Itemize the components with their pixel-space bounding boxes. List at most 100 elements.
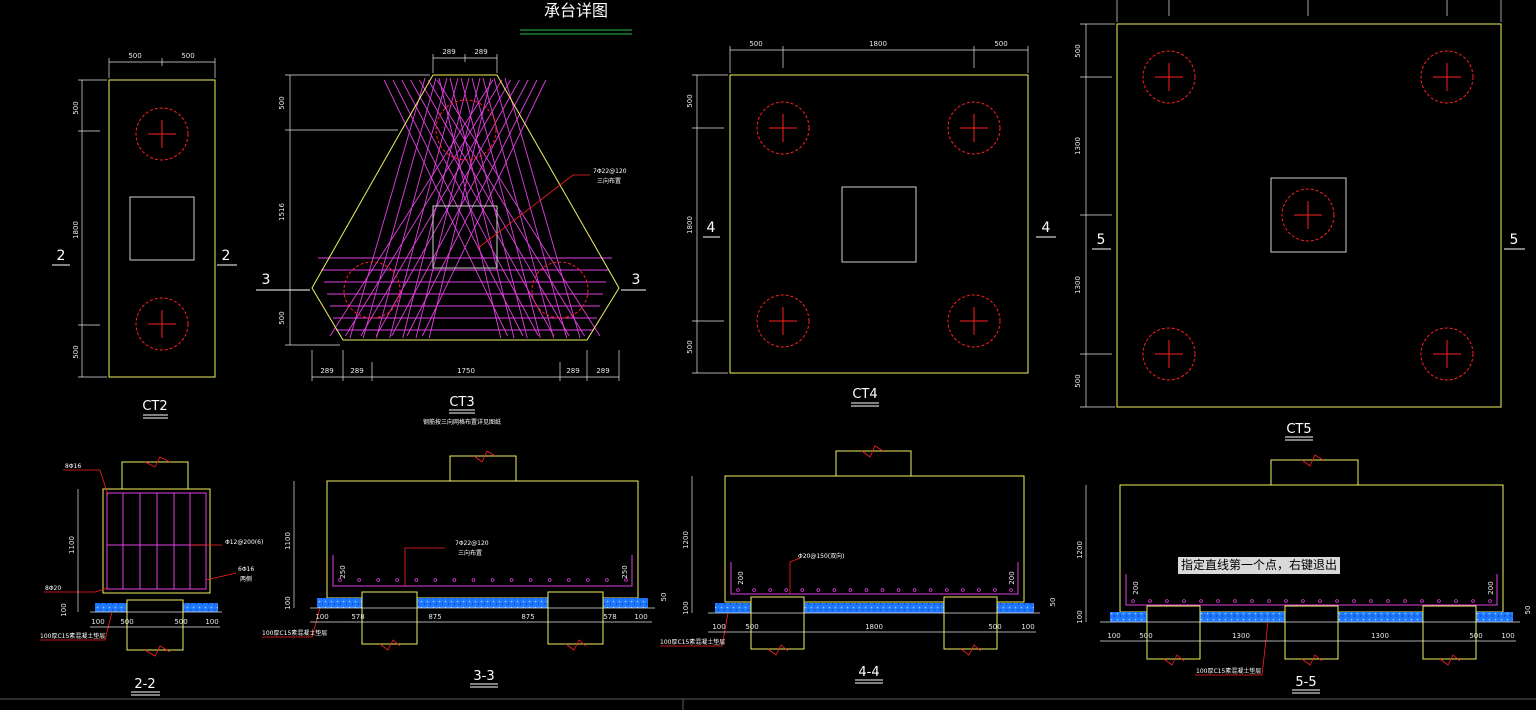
- rebar-dot: [944, 588, 949, 592]
- pile-circle: [1281, 188, 1335, 242]
- dim-text: 500: [72, 345, 80, 358]
- rebar-dot: [1471, 599, 1475, 603]
- rebar-line: [449, 77, 515, 339]
- rebar-line: [349, 77, 426, 339]
- rebar-dots: [736, 588, 1013, 592]
- rebar-dot: [1420, 599, 1424, 603]
- dim-text: 289: [596, 367, 609, 375]
- dim-text: 578: [603, 613, 616, 621]
- pile-circle: [1142, 50, 1196, 104]
- rebar-dot: [624, 578, 628, 582]
- section-5-5[interactable]: 200 200 100厚C15素混凝土垫层 1200 100 50 100 50…: [1076, 454, 1532, 694]
- rebar-dot: [1199, 599, 1203, 603]
- rebar-dot: [1318, 599, 1322, 603]
- ct3-plan[interactable]: 7Φ22@120 三向布置 289 289 500 1516 500 289 2…: [256, 48, 646, 426]
- rebar-dot: [357, 578, 361, 582]
- rebar-dot: [1284, 599, 1288, 603]
- rebar-dot: [509, 578, 514, 582]
- rebar-dot: [528, 578, 533, 582]
- dim-text: 250: [621, 565, 629, 578]
- rebar-dot: [832, 588, 837, 592]
- dim-text: 200: [737, 571, 745, 584]
- rebar-line: [460, 77, 528, 339]
- pile-circle: [756, 101, 810, 155]
- section-label: 5-5: [1295, 675, 1316, 690]
- rebar-dot: [977, 588, 981, 592]
- rebar-dot: [1454, 599, 1458, 603]
- dim-text: 1750: [457, 367, 475, 375]
- pile-circle: [135, 297, 189, 351]
- rebar-note: 三向布置: [458, 549, 482, 557]
- pile: [943, 596, 998, 650]
- dim-text: 500: [181, 52, 194, 60]
- dim-text: 1800: [72, 221, 80, 239]
- rebar-dot: [471, 578, 476, 582]
- section-3-3[interactable]: 7Φ22@120 三向布置 250 250 100厚C15素混凝土垫层 1100…: [262, 450, 668, 688]
- dim-text: 500: [278, 96, 286, 109]
- rebar-dot: [395, 578, 400, 582]
- ct5-plan[interactable]: 500 1300 1300 500 5 5 CT5: [1074, 0, 1525, 441]
- rebar-dot: [816, 588, 821, 592]
- dim-text: 289: [566, 367, 579, 375]
- section-mark: 5: [1097, 232, 1106, 248]
- dim-text: 1300: [1074, 137, 1082, 155]
- cushion-note: 100厚C15素混凝土垫层: [262, 629, 327, 637]
- rebar-line: [415, 77, 481, 339]
- rebar-dot: [1165, 599, 1169, 603]
- pile: [547, 591, 604, 645]
- rebar-dot: [912, 588, 917, 592]
- cushion-note: 100厚C15素混凝土垫层: [1196, 667, 1261, 675]
- rebar-line: [421, 79, 547, 337]
- rebar-dot: [433, 578, 438, 582]
- rebar-line: [389, 77, 459, 339]
- dim-text: 100: [60, 603, 68, 616]
- rebar-note: 7Φ22@120: [455, 540, 489, 547]
- section-label: 3-3: [473, 669, 494, 684]
- rebar-dot: [1148, 599, 1152, 603]
- rebar-dot: [1233, 599, 1237, 603]
- pile-circle: [947, 101, 1001, 155]
- rebar-line: [406, 79, 538, 337]
- ct2-outline: [108, 79, 216, 378]
- section-mark: 2: [57, 248, 66, 264]
- dim-text: 289: [320, 367, 333, 375]
- ct4-plan[interactable]: 500 1800 500 500 1800 500 4 4 CT4: [686, 40, 1056, 407]
- dim-text: 1200: [1076, 541, 1084, 559]
- dim-text: 875: [428, 613, 441, 621]
- cushion-note: 100厚C15素混凝土垫层: [660, 638, 725, 646]
- dim-text: 100: [682, 601, 690, 614]
- ct3-outline: [311, 74, 620, 341]
- dim-text: 1100: [68, 536, 76, 554]
- dim-text: 100: [712, 623, 725, 631]
- section-2-2[interactable]: 8Φ16 Φ12@200(6) 6Φ16 两侧 8Φ20 100厚C15素混凝土…: [40, 456, 263, 696]
- column-outline: [129, 196, 195, 261]
- dim-text: 500: [1469, 632, 1482, 640]
- rebar-note: Φ20@150(双向): [798, 552, 845, 560]
- pile: [1146, 605, 1201, 660]
- cushion-note: 100厚C15素混凝土垫层: [40, 632, 105, 640]
- rebar-line: [375, 77, 448, 339]
- column-outline: [841, 186, 917, 263]
- pile-circle: [947, 294, 1001, 348]
- ct2-plan[interactable]: 500 500 500 1800 500 2 2 CT2: [52, 52, 237, 419]
- pile-circle: [1420, 50, 1474, 104]
- section-4-4[interactable]: Φ20@150(双向) 200 200 100厚C15素混凝土垫层 1200 1…: [660, 445, 1057, 684]
- rebar-dot: [928, 588, 933, 592]
- dim-text: 100: [634, 613, 647, 621]
- rebar-note: Φ12@200(6): [225, 539, 263, 546]
- dim-text: 100: [1021, 623, 1034, 631]
- dim-text: 100: [1076, 610, 1084, 623]
- rebar-line: [504, 77, 581, 339]
- rebar-dot: [1488, 599, 1492, 603]
- rebar-note: 6Φ16: [238, 566, 254, 573]
- dim-text: 500: [120, 618, 133, 626]
- dim-text: 500: [1139, 632, 1152, 640]
- rebar-dot: [376, 578, 380, 582]
- rebar-dot: [1403, 599, 1407, 603]
- dim-text: 50: [1524, 606, 1532, 615]
- dim-text: 100: [284, 596, 292, 609]
- cap-outline: [724, 475, 1025, 603]
- dim-text: 500: [278, 311, 286, 324]
- rebar-dot: [1301, 599, 1305, 603]
